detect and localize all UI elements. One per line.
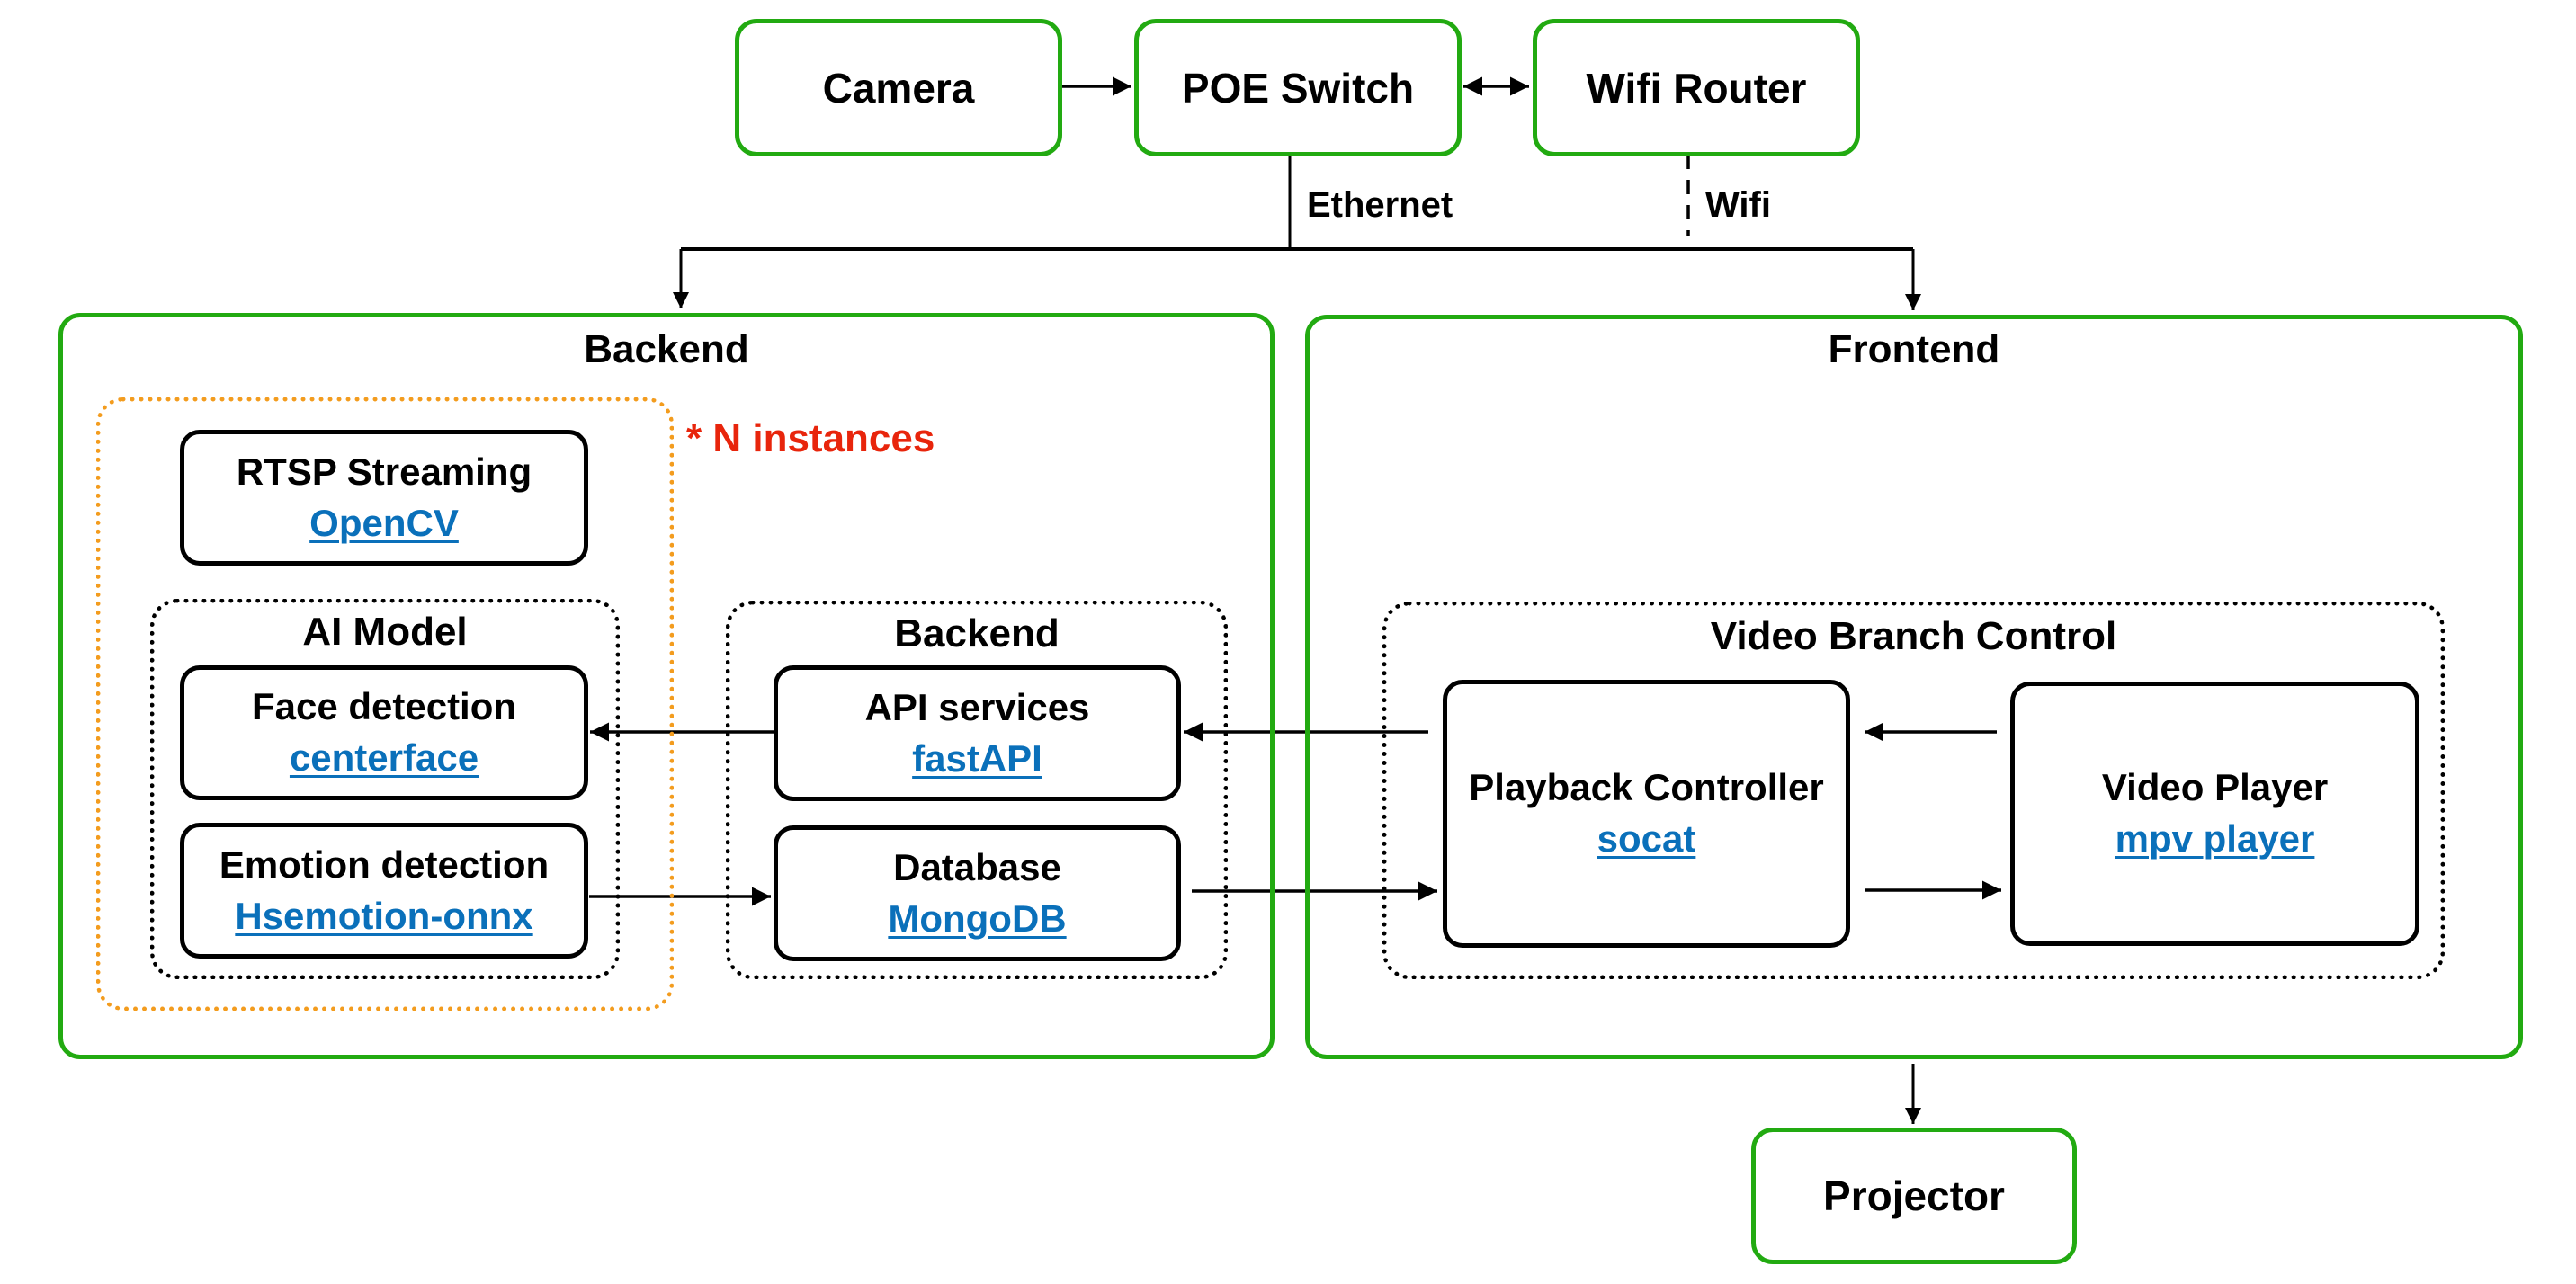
database-title: Database [893,845,1061,888]
api-services-title: API services [864,685,1090,728]
frontend-group-title: Frontend [1828,327,2000,371]
playback-controller-box[interactable]: Playback Controller socat [1443,680,1850,948]
video-player-title: Video Player [2101,766,2329,809]
backend-services-title: Backend [894,611,1060,655]
centerface-link[interactable]: centerface [289,736,479,779]
hsemotion-onnx-link[interactable]: Hsemotion-onnx [235,894,533,937]
api-services-box[interactable]: API services fastAPI [774,665,1181,801]
instances-note: * N instances [686,416,935,460]
ethernet-label: Ethernet [1307,185,1453,225]
mongodb-link[interactable]: MongoDB [888,896,1067,940]
wifi-router-node[interactable]: Wifi Router [1533,19,1860,156]
fastapi-link[interactable]: fastAPI [912,736,1042,780]
face-detection-box[interactable]: Face detection centerface [180,665,588,800]
socat-link[interactable]: socat [1597,817,1696,860]
emotion-detection-box[interactable]: Emotion detection Hsemotion-onnx [180,823,588,959]
camera-node[interactable]: Camera [735,19,1062,156]
camera-label: Camera [822,64,975,111]
instance-group [96,397,674,1011]
video-player-box[interactable]: Video Player mpv player [2010,682,2419,946]
ai-model-title: AI Model [302,610,468,654]
opencv-link[interactable]: OpenCV [309,501,459,544]
poe-switch-label: POE Switch [1181,64,1415,111]
video-branch-control-title: Video Branch Control [1710,614,2117,658]
playback-controller-title: Playback Controller [1469,766,1824,809]
emotion-detection-title: Emotion detection [219,843,550,886]
backend-services-group: Backend [726,601,1228,979]
mpv-player-link[interactable]: mpv player [2115,817,2315,860]
projector-node[interactable]: Projector [1751,1128,2077,1264]
wifi-router-label: Wifi Router [1586,64,1807,111]
face-detection-title: Face detection [251,685,517,728]
poe-switch-node[interactable]: POE Switch [1134,19,1462,156]
projector-label: Projector [1823,1173,2005,1219]
database-box[interactable]: Database MongoDB [774,825,1181,961]
frontend-group: Frontend [1305,315,2523,1059]
video-branch-control-group: Video Branch Control [1382,602,2445,979]
rtsp-streaming-box[interactable]: RTSP Streaming OpenCV [180,430,588,566]
ai-model-group: AI Model [150,599,620,979]
wifi-label: Wifi [1705,185,1771,225]
backend-group: Backend [58,313,1275,1059]
rtsp-streaming-title: RTSP Streaming [236,450,532,493]
backend-group-title: Backend [584,327,749,371]
